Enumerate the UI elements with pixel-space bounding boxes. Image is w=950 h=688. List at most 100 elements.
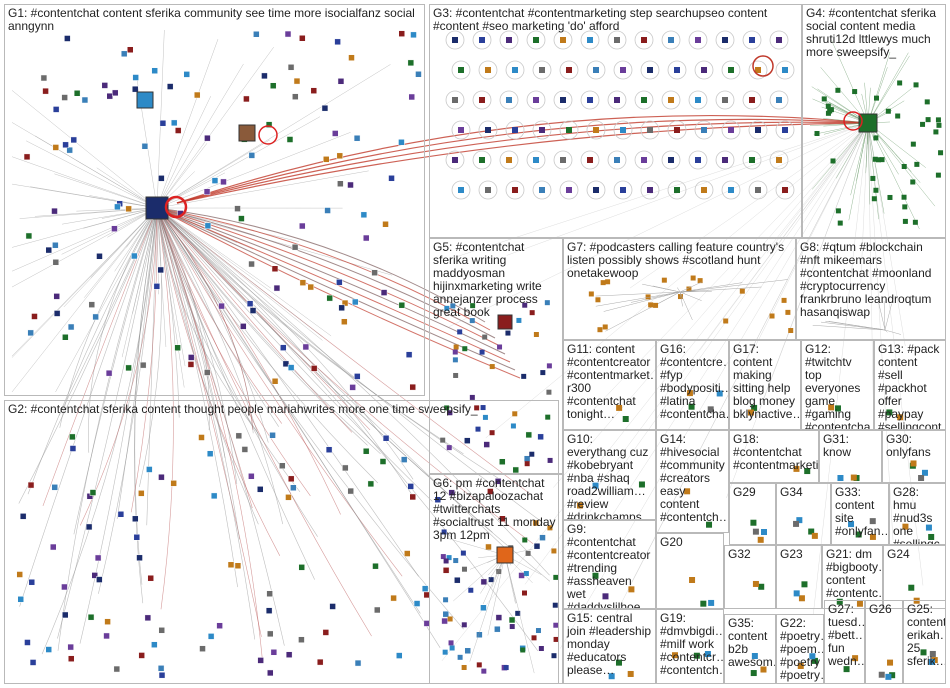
node [902, 204, 908, 210]
hub-node [136, 91, 154, 109]
node [210, 492, 218, 500]
node [131, 85, 139, 93]
node [334, 38, 341, 46]
node [690, 275, 696, 281]
node [380, 289, 388, 296]
node [434, 496, 442, 503]
node [183, 71, 190, 78]
node [494, 478, 502, 485]
edge [156, 116, 321, 209]
node [928, 533, 935, 540]
node [131, 252, 138, 260]
node [628, 586, 635, 593]
edge [448, 122, 869, 327]
node [616, 404, 623, 411]
edge [156, 207, 419, 577]
node [408, 93, 415, 101]
node [452, 357, 458, 363]
node-ring [505, 120, 525, 140]
node [66, 146, 73, 154]
edge [55, 207, 158, 393]
node [193, 91, 201, 99]
node [111, 89, 119, 97]
node [299, 35, 306, 42]
node [446, 555, 452, 561]
node-ring [586, 180, 606, 200]
node [755, 127, 761, 133]
node [728, 187, 734, 193]
node-ring [526, 30, 546, 50]
edge [812, 325, 886, 331]
node-ring [613, 180, 633, 200]
edge [447, 538, 506, 556]
node [444, 405, 450, 411]
node [488, 577, 494, 583]
node [461, 664, 467, 670]
node [521, 373, 527, 379]
node [174, 127, 182, 134]
edge [156, 207, 186, 367]
node [524, 461, 530, 467]
node [902, 523, 909, 530]
node-ring [607, 90, 627, 110]
node [216, 622, 223, 629]
node [856, 600, 863, 607]
edge [156, 207, 174, 610]
node [410, 31, 417, 39]
node [506, 157, 512, 163]
edge [699, 122, 869, 351]
node-ring [472, 30, 492, 50]
node [837, 220, 843, 226]
node [409, 493, 417, 501]
node [781, 297, 787, 303]
node [879, 157, 885, 163]
node [444, 305, 450, 311]
node [641, 97, 647, 103]
node-ring [775, 180, 795, 200]
node [516, 317, 522, 323]
edge [867, 122, 874, 424]
edge [156, 207, 284, 525]
node [324, 207, 331, 214]
node [462, 346, 468, 352]
node-ring [640, 60, 660, 80]
group-panel-g29: G29 [729, 483, 776, 545]
edge [156, 132, 351, 209]
node [269, 82, 277, 89]
node [614, 97, 620, 103]
group-panel-g10: G10: everythang cuz #kobebryant #nba #sh… [563, 430, 656, 520]
node [525, 431, 533, 439]
node [132, 515, 139, 523]
node [885, 108, 891, 114]
node [912, 219, 918, 225]
node [271, 378, 279, 385]
node [515, 610, 521, 616]
edge [156, 207, 283, 424]
node [533, 332, 539, 338]
node-ring [721, 180, 741, 200]
node-ring [478, 60, 498, 80]
node [199, 645, 206, 652]
group-label: G7: #podcasters calling feature country'… [567, 240, 785, 280]
node [170, 480, 177, 487]
node [61, 611, 69, 619]
node-ring [688, 30, 708, 50]
node [354, 659, 362, 667]
node-ring [634, 150, 654, 170]
group-panel-g27: G27: tuesd… #bett… fun wedn… [824, 600, 865, 684]
node [443, 558, 449, 564]
node [469, 318, 475, 324]
edge [809, 122, 869, 126]
node [440, 554, 446, 560]
node-ring [634, 90, 654, 110]
group-label: G17: content making sitting help blog mo… [733, 342, 801, 421]
node [310, 365, 318, 372]
node-ring [532, 120, 552, 140]
edge [867, 122, 926, 168]
node [889, 672, 896, 679]
node [73, 90, 81, 97]
node [452, 37, 458, 43]
node [695, 97, 701, 103]
node [405, 351, 413, 358]
node [101, 82, 109, 89]
